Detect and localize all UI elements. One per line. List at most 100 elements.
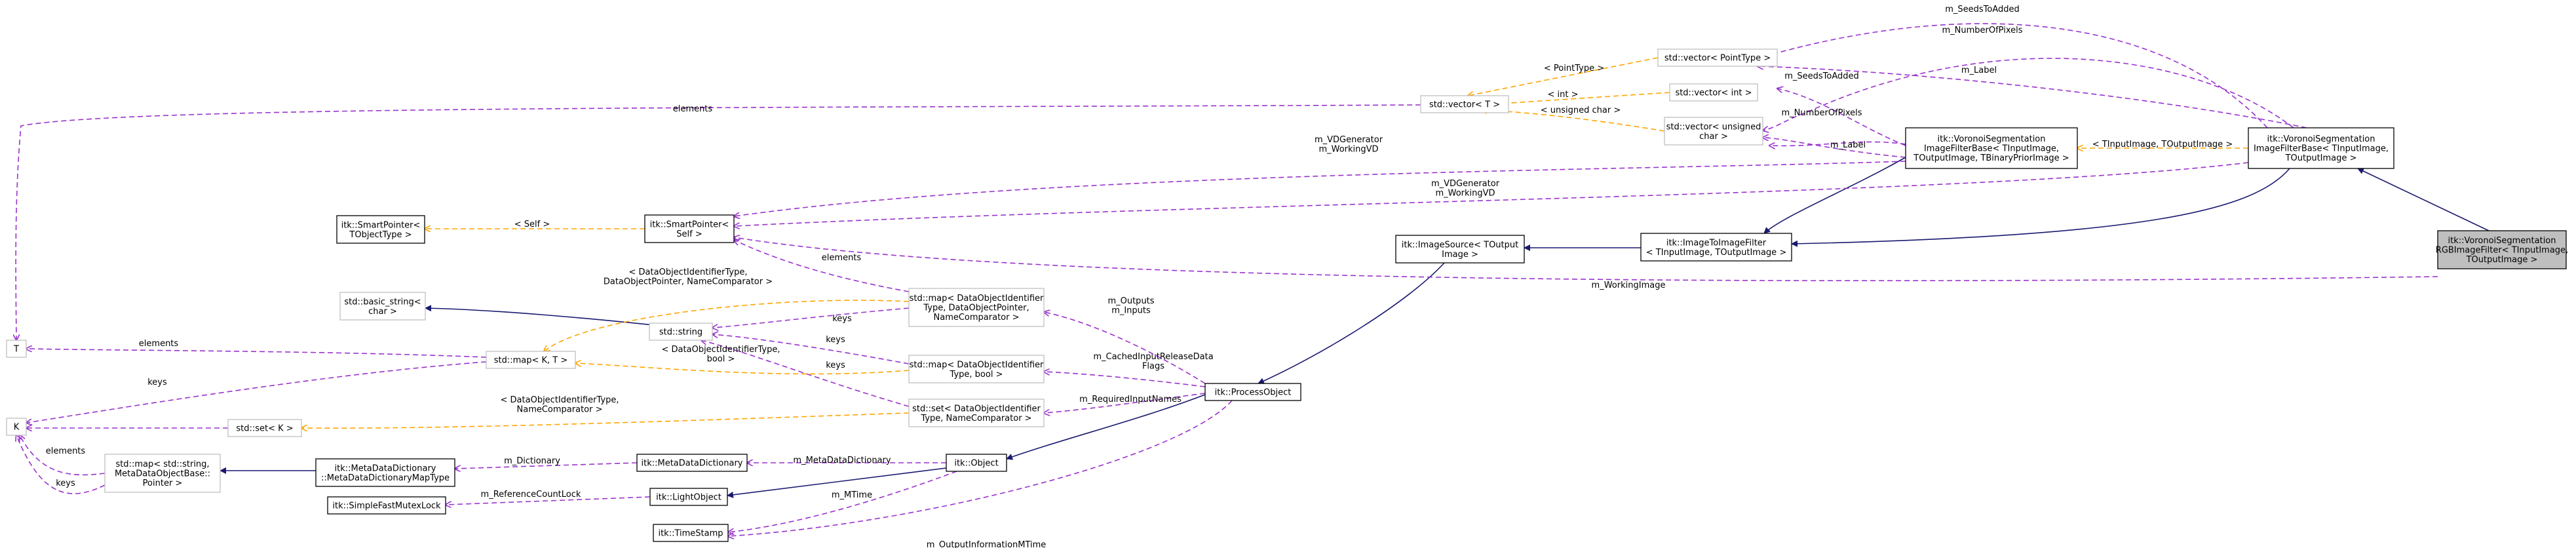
class-node-vector-point[interactable]: std::vector< PointType > (1657, 49, 1778, 67)
class-node-t-node[interactable]: T (6, 340, 27, 358)
template-edge (1481, 110, 1665, 132)
edge-label-m-meta-data-dictionary: m_MetaDataDictionary (793, 456, 891, 465)
class-node-map-string-meta[interactable]: std::map< std::string,MetaDataObjectBase… (104, 454, 221, 493)
node-label: itk::SmartPointer<TObjectType > (341, 220, 421, 240)
node-label: itk::ImageToImageFilter< TInputImage, TO… (1646, 238, 1786, 258)
edge-label-elements-k: elements (46, 446, 86, 456)
edge-label-map-tpl-1: < DataObjectIdentifierType,DataObjectPoi… (604, 267, 773, 287)
node-box (908, 399, 1045, 427)
class-node-object[interactable]: itk::Object (946, 454, 1007, 472)
edge-label-required-inputs: m_RequiredInputNames (1079, 395, 1182, 404)
edge-label-point-type: < PointType > (1544, 64, 1604, 73)
node-box (1657, 49, 1778, 67)
usage-edge (734, 240, 910, 292)
class-node-meta-dict-map[interactable]: itk::MetaDataDictionary::MetaDataDiction… (315, 458, 455, 487)
node-label: K (14, 423, 20, 433)
edge-label-output-info-mtime: m_OutputInformationMTime (927, 540, 1047, 548)
edge-label-keys-1: keys (832, 314, 852, 324)
node-box (2437, 230, 2567, 269)
node-box (1204, 383, 1301, 401)
class-node-k-node[interactable]: K (6, 418, 27, 436)
usage-edge (1044, 372, 1206, 387)
edges-layer (16, 23, 2489, 536)
class-node-basic-string[interactable]: std::basic_string<char > (339, 292, 426, 321)
edge-label-m-label-mid: m_Label (1830, 140, 1866, 150)
node-label: itk::TimeStamp (658, 529, 723, 539)
node-box (2248, 127, 2394, 169)
class-node-std-string[interactable]: std::string (649, 323, 713, 341)
inheritance-edge (1258, 262, 1445, 384)
usage-edge (26, 349, 487, 358)
class-node-set-k[interactable]: std::set< K > (227, 419, 302, 437)
node-label: itk::SmartPointer<Self > (650, 220, 729, 239)
class-node-light-object[interactable]: itk::LightObject (649, 488, 728, 506)
template-edge (1468, 57, 1659, 96)
usage-edge (1763, 58, 2294, 130)
node-label: itk::ProcessObject (1215, 388, 1292, 398)
node-box (908, 288, 1045, 327)
class-node-smart-pointer-self[interactable]: itk::SmartPointer<Self > (644, 214, 735, 243)
edge-label-elements-vector: elements (673, 104, 713, 114)
node-label: std::vector< PointType > (1664, 54, 1771, 64)
node-box (649, 488, 728, 506)
edge-label-m-seeds-to-added-mid: m_SeedsToAdded (1784, 71, 1859, 81)
node-label: std::map< std::string,MetaDataObjectBase… (115, 460, 210, 488)
node-box (336, 215, 425, 244)
node-label: itk::LightObject (656, 493, 721, 503)
node-box (315, 458, 455, 487)
class-node-vector-int[interactable]: std::vector< int > (1669, 83, 1758, 102)
node-label: std::set< K > (236, 424, 293, 434)
node-label: std::vector< int > (1675, 88, 1752, 98)
inheritance-edge (727, 467, 947, 498)
node-label: std::map< K, T > (494, 356, 568, 366)
node-label: std::vector< T > (1429, 100, 1500, 110)
class-node-vector-t[interactable]: std::vector< T > (1420, 95, 1509, 113)
class-node-mutex-lock[interactable]: itk::SimpleFastMutexLock (327, 496, 446, 515)
class-node-image-to-image[interactable]: itk::ImageToImageFilter< TInputImage, TO… (1640, 233, 1792, 262)
node-label: itk::Object (954, 459, 998, 469)
node-box (1664, 117, 1763, 146)
class-node-map-kt[interactable]: std::map< K, T > (486, 351, 576, 369)
edge-label-unsigned-char-t: < unsigned char > (1541, 106, 1621, 115)
usage-edge (734, 162, 2249, 226)
usage-edge (1044, 312, 1206, 384)
usage-edge (712, 307, 910, 328)
class-node-time-stamp[interactable]: itk::TimeStamp (653, 524, 729, 542)
node-box (649, 323, 713, 341)
inheritance-edge (2357, 168, 2489, 231)
class-node-smart-pointer-obj[interactable]: itk::SmartPointer<TObjectType > (336, 215, 425, 244)
node-box (6, 340, 27, 358)
usage-edge (455, 462, 638, 469)
class-node-process-object[interactable]: itk::ProcessObject (1204, 383, 1301, 401)
usage-edge (20, 435, 106, 476)
edge-label-int-t: < int > (1548, 90, 1579, 100)
edge-label-reference-count-lock: m_ReferenceCountLock (481, 490, 581, 499)
node-box (636, 454, 748, 472)
node-box (908, 355, 1045, 383)
usage-edge (734, 237, 2438, 282)
node-box (1640, 233, 1792, 262)
usage-edge (1758, 66, 2307, 128)
edge-label-keys-k: keys (147, 378, 167, 387)
class-node-meta-dict[interactable]: itk::MetaDataDictionary (636, 454, 748, 472)
template-edge (575, 363, 910, 375)
template-edge (544, 300, 910, 351)
